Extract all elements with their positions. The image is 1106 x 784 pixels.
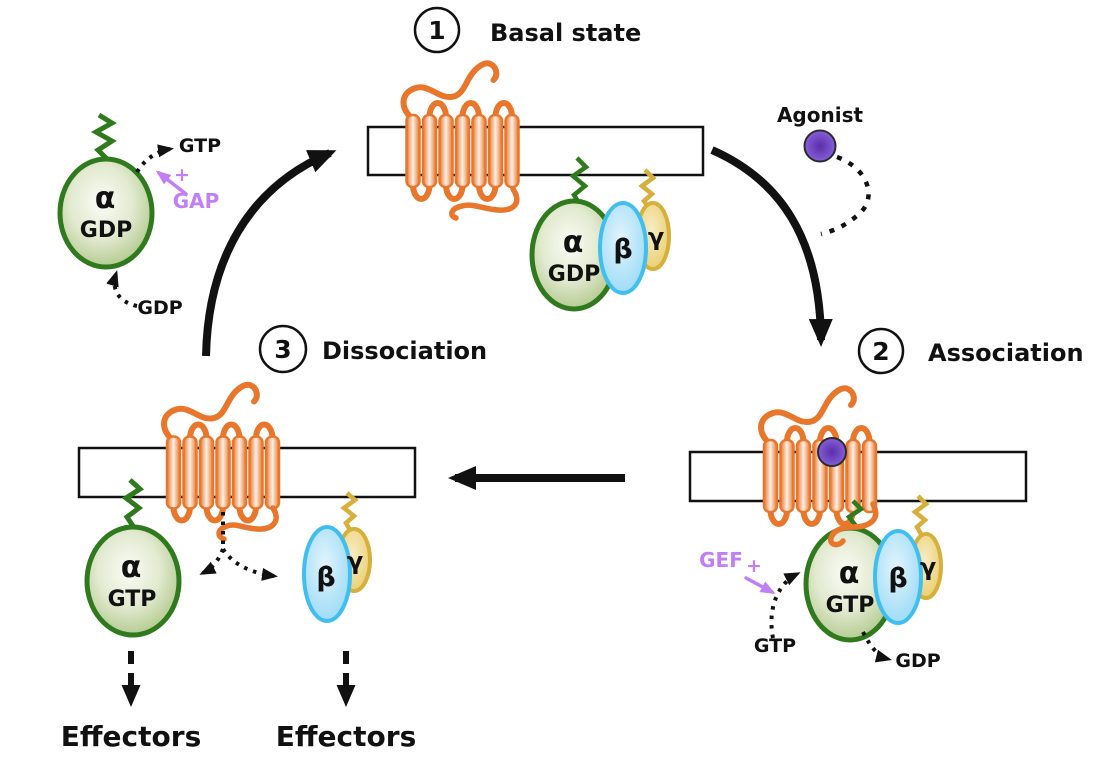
gamma-label-dissociation: γ [347, 547, 363, 575]
alpha-label-dissociation: α [121, 550, 142, 585]
beta-subunit-association [873, 529, 923, 625]
step-1-number: 1 [428, 16, 445, 45]
agonist-group: Agonist [777, 103, 871, 237]
effectors-label-betagamma: Effectors [276, 720, 417, 753]
receptor-basal-cterm [449, 186, 520, 221]
gdp-binding-label: GDP [137, 297, 182, 319]
receptor-dissociation-cterm [216, 505, 279, 542]
arrow-dissociation-to-basal [202, 149, 337, 357]
step-2-circle [857, 327, 905, 375]
alpha-subunit-dissociation [84, 524, 182, 638]
alpha-lipid-anchor-basal [569, 156, 590, 205]
step-3-label: Dissociation [322, 337, 487, 365]
gap-label: GAP [173, 189, 220, 213]
alpha-lipid-anchor-free [90, 112, 117, 161]
scene-association: 2 Association α GTP β γ GEF + GTP GDP [688, 327, 1084, 672]
step-3-circle [258, 324, 308, 374]
alpha-label-basal: α [563, 225, 584, 260]
step-2-label: Association [928, 339, 1084, 367]
dissociation-fork-left [199, 548, 225, 575]
step-3-number: 3 [274, 335, 291, 364]
step-1-label: Basal state [490, 19, 641, 47]
alpha-nucleotide-basal: GDP [548, 262, 600, 287]
gap-arrow [155, 170, 188, 196]
gtp-release-label: GTP [179, 135, 221, 157]
scene-basal: 1 Basal state α GDP β γ [366, 6, 705, 312]
gamma-lipid-anchor-dissociation [340, 491, 359, 532]
beta-label-basal: β [613, 234, 632, 265]
alpha-nucleotide-association: GTP [826, 593, 875, 618]
gamma-lipid-anchor-association [911, 494, 930, 536]
alpha-label-free: α [95, 181, 116, 216]
effectors-label-alpha: Effectors [61, 720, 202, 753]
beta-label-association: β [888, 563, 907, 594]
gdp-binding-arrow [106, 270, 138, 308]
step-2-number: 2 [872, 337, 889, 366]
agonist-binding-path [820, 154, 871, 237]
agonist-bound [817, 437, 847, 467]
alpha-lipid-anchor-association [845, 499, 865, 528]
dissociation-fork-right [221, 547, 278, 581]
alpha-lipid-anchor-dissociation [121, 478, 145, 528]
gamma-lipid-anchor-basal [638, 168, 657, 209]
gamma-label-basal: γ [648, 223, 664, 251]
alpha-nucleotide-free: GDP [80, 218, 132, 243]
gef-plus: + [746, 555, 762, 577]
gdp-release-label: GDP [895, 650, 940, 672]
scene-dissociation: 3 Dissociation α GTP β γ Effectors Effec… [61, 324, 487, 753]
gamma-label-association: γ [920, 553, 936, 581]
alpha-subunit-free [57, 156, 155, 270]
scene-hydrolysis: α GDP GTP + GAP GDP [57, 112, 221, 319]
arrow-basal-to-association [710, 146, 833, 347]
alpha-label-association: α [839, 556, 860, 591]
step-1-circle [413, 6, 461, 54]
beta-subunit-basal [598, 201, 648, 295]
gef-label: GEF [699, 548, 743, 572]
gef-arrow [744, 576, 776, 594]
gtp-binding-arrow [769, 572, 801, 639]
beta-label-dissociation: β [316, 562, 335, 593]
gtp-release-arrow [135, 144, 174, 174]
alpha-nucleotide-dissociation: GTP [108, 587, 157, 612]
receptor-association-cterm [828, 501, 879, 548]
gap-plus: + [174, 164, 190, 186]
agonist-label: Agonist [777, 103, 864, 127]
beta-subunit-dissociation [302, 525, 352, 623]
agonist-ligand [803, 129, 837, 163]
gtp-binding-label: GTP [754, 635, 796, 657]
